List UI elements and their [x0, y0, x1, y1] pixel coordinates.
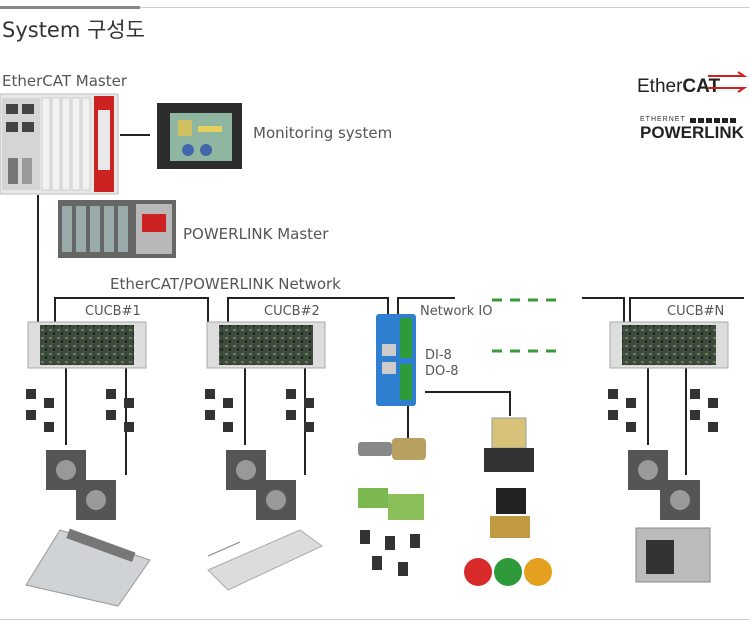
ethercat-master-device: [0, 93, 119, 195]
powerlink-master-device: [58, 200, 176, 258]
xy-stage: [25, 528, 151, 607]
powerlink-master-label: POWERLINK Master: [183, 225, 329, 243]
relay: [484, 417, 534, 472]
linear-actuator: [207, 529, 323, 591]
title-accent-bar: [0, 6, 140, 9]
cucb-1-label: CUCB#1: [85, 304, 141, 319]
solenoid-valve: [490, 488, 530, 538]
cucb-n-board: [609, 321, 729, 369]
powerlink-logo-ethernet: ETHERNET: [640, 116, 686, 123]
do-label: DO-8: [425, 364, 459, 379]
network-io-label: Network IO: [420, 304, 493, 319]
di-label: DI-8: [425, 348, 452, 363]
ethercat-logo: EtherCAT: [637, 76, 721, 97]
proximity-sensors: [358, 438, 426, 520]
cucb-2-board: [206, 321, 326, 369]
cucb-2-label: CUCB#2: [264, 304, 320, 319]
cucb-n-label: CUCB#N: [667, 304, 725, 319]
dashed-links: [492, 298, 556, 353]
monitoring-hmi: [157, 103, 242, 169]
ethercat-master-label: EtherCAT Master: [2, 72, 127, 90]
pilot-lamps: [464, 558, 552, 586]
ethercat-logo-arrows: [708, 71, 748, 93]
network-io-module: [376, 314, 416, 406]
page-title: System 구성도: [2, 18, 145, 42]
rotary-stage: [635, 527, 711, 583]
cucb-1-board: [27, 321, 147, 369]
network-label: EtherCAT/POWERLINK Network: [110, 275, 341, 293]
monitoring-system-label: Monitoring system: [253, 124, 393, 142]
title-divider: [140, 7, 750, 8]
powerlink-logo-squares: [690, 118, 736, 123]
bottom-divider: [0, 619, 750, 620]
powerlink-logo: POWERLINK: [640, 123, 744, 142]
photo-sensors: [26, 389, 718, 576]
stepper-motors: [46, 450, 700, 520]
network-lines: [37, 195, 744, 475]
